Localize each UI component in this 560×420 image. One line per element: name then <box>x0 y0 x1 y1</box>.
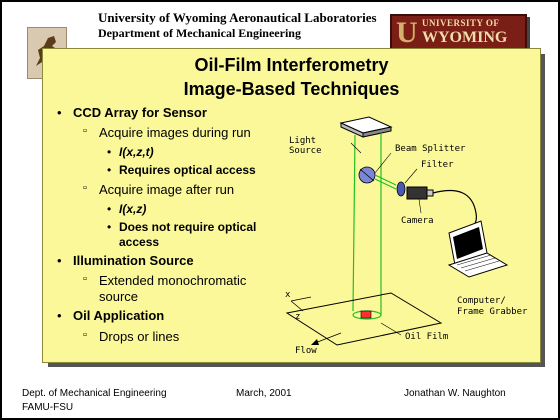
bullet-drops: Drops or lines <box>99 329 180 344</box>
footer-author: Jonathan W. Naughton <box>404 388 506 399</box>
bullet-ccd: CCD Array for Sensor <box>73 105 207 120</box>
footer-date: March, 2001 <box>236 388 292 399</box>
bullet-ixzt: I(x,z,t) <box>119 145 154 159</box>
filter <box>396 181 406 197</box>
bullet-dot-icon: • <box>57 253 62 268</box>
oil-film-setup-diagram: x z Light Source Beam Splitter Filter Ca… <box>285 116 528 356</box>
logo-letter: U <box>396 16 418 49</box>
bullet-dot-icon: • <box>107 220 112 234</box>
flow-arrow-icon <box>314 332 342 344</box>
label-light-2: Source <box>289 146 322 156</box>
label-computer-2: Frame Grabber <box>457 307 528 317</box>
axes <box>290 296 312 312</box>
bullet-not-require-cont: access <box>119 235 160 249</box>
bullet-square-icon: ▫ <box>83 182 87 194</box>
label-filter: Filter <box>421 160 454 170</box>
bullet-extended: Extended monochromatic <box>99 273 247 288</box>
label-oil-film: Oil Film <box>405 332 448 342</box>
slide: Oil-Film Interferometry Image-Based Tech… <box>42 48 541 363</box>
bullet-square-icon: ▫ <box>83 273 87 285</box>
bullet-extended-cont: source <box>99 289 139 304</box>
logo-big-text: WYOMING <box>422 29 508 46</box>
header-line-1: University of Wyoming Aeronautical Labor… <box>98 10 377 25</box>
label-computer-1: Computer/ <box>457 296 506 306</box>
bullet-dot-icon: • <box>57 105 62 120</box>
bullet-dot-icon: • <box>107 145 112 159</box>
bullet-oil-application: Oil Application <box>73 308 165 323</box>
bullet-dot-icon: • <box>107 163 112 177</box>
bullet-ixz: I(x,z) <box>119 202 147 216</box>
bullet-square-icon: ▫ <box>83 125 87 137</box>
slide-title-2: Image-Based Techniques <box>183 79 400 99</box>
light-beam <box>352 133 382 320</box>
label-flow: Flow <box>295 346 317 356</box>
bullet-requires-access: Requires optical access <box>119 163 256 177</box>
label-beam-splitter: Beam Splitter <box>395 144 466 154</box>
footer-left-2: FAMU-FSU <box>22 402 74 413</box>
bullet-illumination: Illumination Source <box>73 253 194 268</box>
computer-icon <box>447 220 509 278</box>
axis-z-label: z <box>295 312 300 322</box>
model-surface <box>285 292 443 346</box>
footer-left-1: Dept. of Mechanical Engineering <box>22 388 167 399</box>
header-line-2: Department of Mechanical Engineering <box>98 26 301 40</box>
bullet-dot-icon: • <box>107 202 112 216</box>
beam-splitter <box>358 166 376 184</box>
camera <box>406 186 434 200</box>
label-light-1: Light <box>289 136 316 146</box>
bullet-acquire-after: Acquire image after run <box>99 182 235 197</box>
logo-small-text: UNIVERSITY OF <box>422 18 500 28</box>
light-source-box <box>339 116 393 138</box>
bullet-not-require: Does not require optical <box>119 220 257 234</box>
bullet-square-icon: ▫ <box>83 329 87 341</box>
axis-x-label: x <box>285 290 291 300</box>
university-wyoming-logo: U UNIVERSITY OF WYOMING <box>390 14 527 54</box>
label-camera: Camera <box>401 216 434 226</box>
slide-title-1: Oil-Film Interferometry <box>194 55 389 75</box>
bullet-acquire-during: Acquire images during run <box>99 125 251 140</box>
bullet-dot-icon: • <box>57 308 62 323</box>
